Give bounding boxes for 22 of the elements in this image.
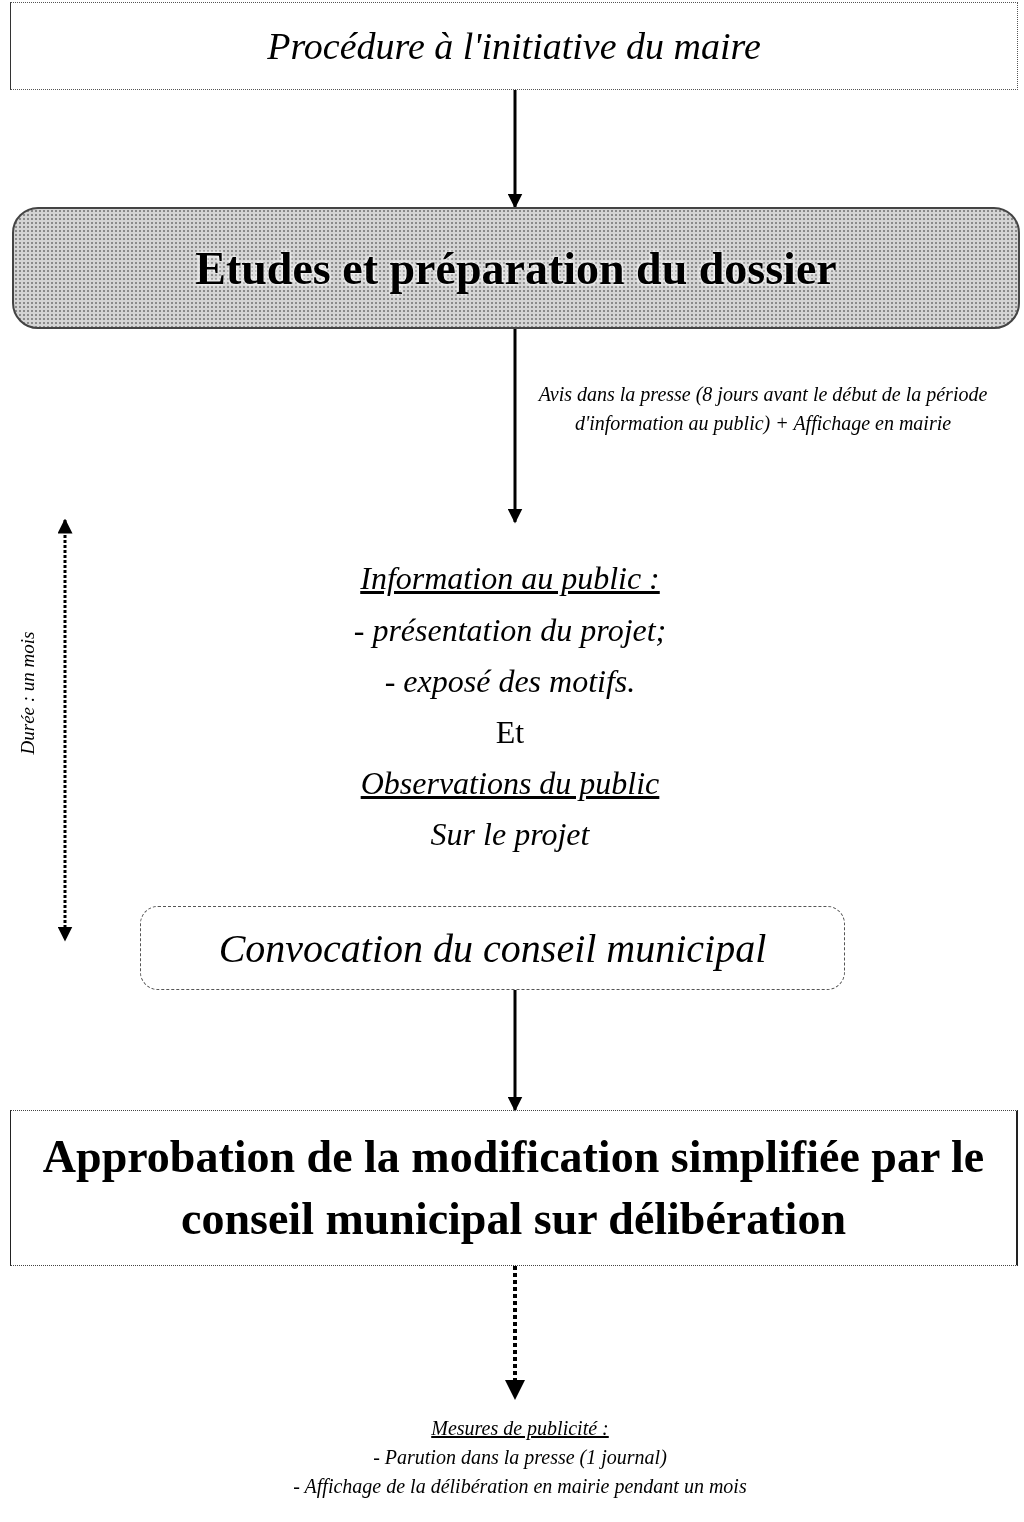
step-label: Approbation de la modification simplifiée par le conseil municipal sur délibération	[41, 1129, 986, 1246]
arrow	[507, 329, 523, 524]
process-box	[10, 2, 1018, 90]
step-label: - présentation du projet;	[353, 610, 667, 650]
step-label: Procédure à l'initiative du maire	[267, 24, 761, 68]
duration-label: Durée : un mois	[17, 630, 39, 757]
heading: Mesures de publicité :	[431, 1415, 609, 1442]
heading: Information au public :	[360, 559, 660, 599]
step-label: Sur le projet	[430, 815, 590, 855]
heading: Observations du public	[360, 764, 660, 804]
step-label: Convocation du conseil municipal	[218, 924, 767, 972]
step-label: - exposé des motifs.	[384, 661, 636, 701]
process-box	[12, 207, 1020, 329]
step-label: Etudes et préparation du dossier	[195, 241, 837, 295]
arrow	[507, 990, 523, 1112]
process-box	[140, 906, 845, 990]
step-label: - Affichage de la délibération en mairie pendant un mois	[293, 1473, 747, 1500]
arrow	[507, 90, 523, 209]
process-box	[10, 1110, 1018, 1266]
step-label: - Parution dans la presse (1 journal)	[373, 1444, 667, 1471]
arrow	[505, 1266, 525, 1400]
step-label: Et	[495, 713, 525, 752]
